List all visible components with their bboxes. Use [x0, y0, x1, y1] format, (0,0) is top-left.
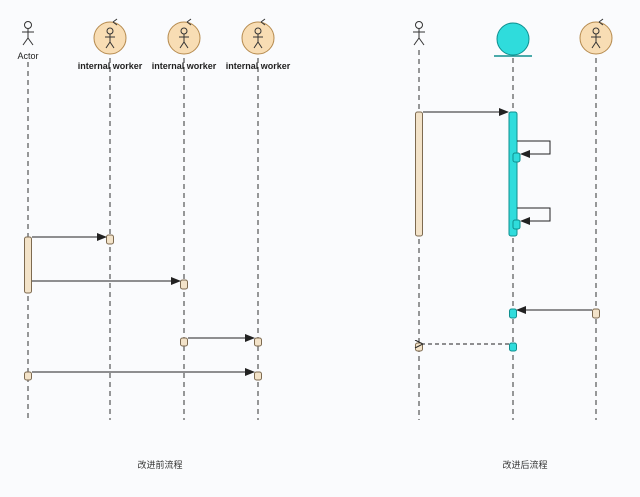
worker-boundary-icon — [93, 18, 127, 55]
worker-3-activation — [254, 337, 262, 347]
worker-2-activation — [180, 279, 188, 290]
system-activation — [508, 111, 518, 237]
system-activation — [509, 342, 517, 352]
system-entity-icon — [494, 22, 532, 57]
worker-label: internal worker — [151, 61, 217, 71]
user-activation — [415, 111, 423, 237]
worker-boundary-icon — [167, 18, 201, 55]
self-message-arrow — [517, 140, 551, 158]
worker-label: internal worker — [77, 61, 143, 71]
system-self-activation — [512, 152, 521, 163]
actor-activation — [24, 236, 32, 294]
actor-icon — [413, 21, 425, 46]
worker-activation — [592, 308, 600, 319]
actor-label: Actor — [17, 51, 39, 61]
right-diagram-caption: 改进后流程 — [502, 460, 548, 470]
worker-boundary-icon — [241, 18, 275, 55]
worker-2-activation — [180, 337, 188, 347]
left-diagram-caption: 改进前流程 — [137, 460, 183, 470]
lifelines-left — [27, 58, 259, 420]
actor-icon — [22, 21, 34, 46]
self-message-arrow — [517, 207, 551, 225]
system-self-activation — [512, 219, 521, 230]
lifelines-right — [418, 50, 597, 420]
system-activation — [509, 308, 517, 319]
user-activation — [415, 342, 423, 352]
worker-3-activation — [254, 371, 262, 381]
worker-1-activation — [106, 234, 114, 245]
worker-label: internal worker — [225, 61, 291, 71]
worker-boundary-icon — [579, 18, 613, 55]
actor-activation — [24, 371, 32, 381]
